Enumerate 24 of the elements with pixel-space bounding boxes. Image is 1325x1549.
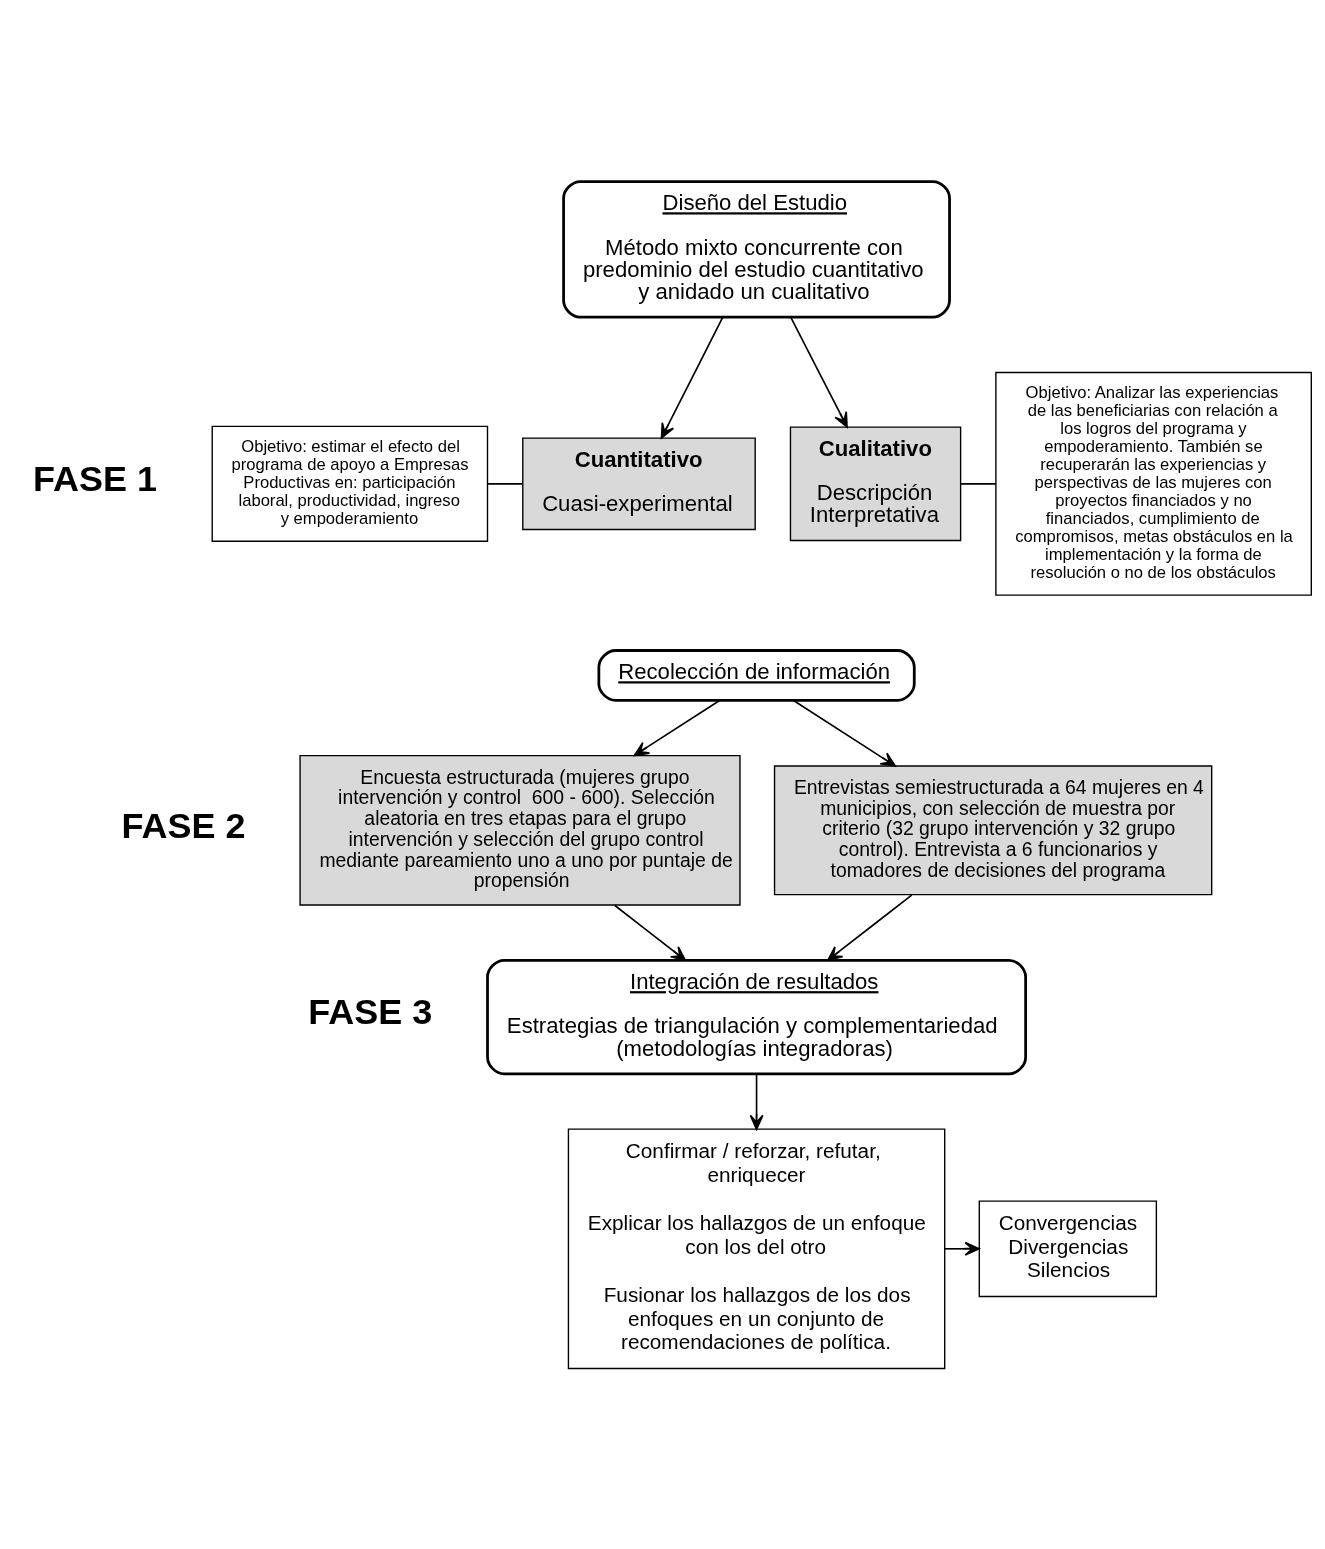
node-box: Recolección de información xyxy=(597,648,916,702)
node-box: Diseño del Estudio Método mixto concurrente con predominio del estudio cuantitativo y anidado un cualitativo xyxy=(562,179,951,318)
node-box: Confirmar / reforzar, refutar, enriquecer Explicar los hallazgos de un enfoque con los del otro Fusionar los hallazgos de los dos enfoques en un conjunto de recomendaciones de política. xyxy=(567,1127,946,1369)
arrow xyxy=(790,316,848,428)
node-box: Convergencias Divergencias Silencios xyxy=(978,1199,1158,1297)
label: FASE 3 xyxy=(308,990,433,1032)
arrow xyxy=(660,316,724,439)
node-box: Entrevistas semiestructurada a 64 mujeres en 4 municipios, con selección de muestra por criterio (32 grupo intervención y 32 grupo control). Entrevista a 6 funcionarios y tomadores de decisiones del programa xyxy=(773,764,1213,895)
arrow xyxy=(633,699,721,756)
arrow xyxy=(792,699,897,767)
arrow xyxy=(749,1072,764,1130)
arrow xyxy=(827,893,913,961)
arrow xyxy=(614,904,687,961)
node-box: Cuantitativo Cuasi-experimental xyxy=(522,436,756,530)
node-box: Cualitativo Descripción Interpretativa xyxy=(789,425,962,541)
label: FASE 1 xyxy=(33,457,157,499)
node-box: Encuesta estructurada (mujeres grupo intervención y control 600 - 600). Selección aleatoria en tres etapas para el grupo intervención y selección del grupo control mediante pareamiento uno a uno por puntaje de propensión xyxy=(299,754,741,906)
connector xyxy=(959,482,997,485)
node-box: Objetivo: Analizar las experiencias de las beneficiarias con relación a los logros del programa y empoderamiento. También se recuperarán las experiencias y perspectivas de las mujeres con proyectos financiados y no financiados, cumplimiento de compromisos, metas obstáculos en la implementación y la forma de resolución o no de los obstáculos xyxy=(995,371,1312,596)
arrow xyxy=(944,1241,980,1256)
node-box: Objetivo: estimar el efecto del programa de apoyo a Empresas Productivas en: participación laboral, productividad, ingreso y empoderamiento xyxy=(211,425,489,542)
label: FASE 2 xyxy=(121,804,246,846)
node-box: Integración de resultados Estrategias de triangulación y complementariedad (metodologías integradoras) xyxy=(486,958,1028,1075)
connector xyxy=(486,482,524,485)
